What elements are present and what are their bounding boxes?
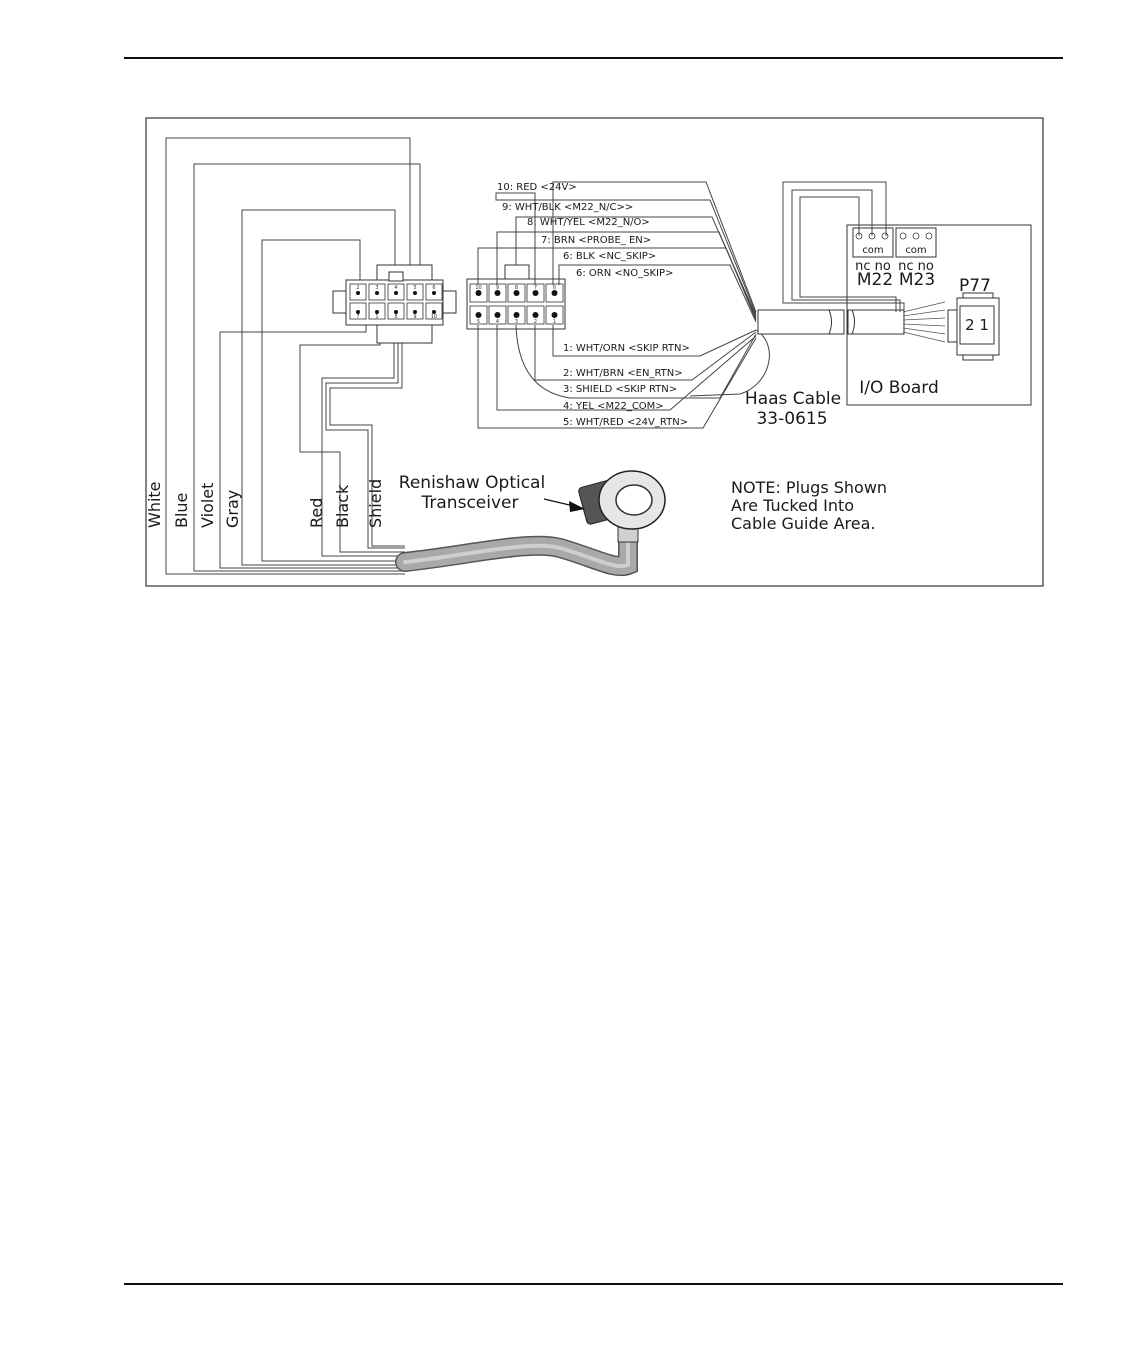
pin-dot [513, 290, 520, 296]
left-connector: 2 3 4 5 6 7 1 8 9 10 [332, 264, 457, 344]
pin-number: 7 [356, 314, 359, 320]
pin-number: 2 [534, 319, 537, 325]
pin-number: 7 [534, 285, 537, 291]
pin-dot [432, 291, 436, 295]
relay-m23-com: com [905, 245, 926, 256]
plug-wire-label: 3: SHIELD <SKIP RTN> [563, 384, 677, 395]
pin-number: 1 [553, 319, 556, 325]
note-line3: Cable Guide Area. [731, 514, 875, 533]
plug-wire-label: 10: RED <24V> [497, 182, 577, 193]
pin-number: 9 [413, 314, 416, 320]
note-line2: Are Tucked Into [731, 496, 854, 515]
pin-number: 3 [375, 285, 378, 291]
wire-label-red: Red [307, 498, 326, 528]
header-rule [124, 57, 1063, 59]
pin-dot [375, 310, 379, 314]
io-board [846, 224, 1032, 406]
relay-m22-com: com [862, 245, 883, 256]
pin-number: 2 [356, 285, 359, 291]
cable-label-line1: Haas Cable [745, 389, 841, 409]
wire-label-violet: Violet [198, 483, 217, 528]
pin-dot [532, 290, 539, 296]
pin-dot [413, 310, 417, 314]
pin-dot [394, 291, 398, 295]
pin-dot [475, 290, 482, 296]
p77-label: P77 [959, 276, 991, 296]
plug-wire-label: 9: WHT/BLK <M22_N/C>> [502, 202, 633, 213]
pin-number: 8 [394, 314, 397, 320]
wire-label-shield: Shield [366, 479, 385, 528]
plug-wire-label: 1: WHT/ORN <SKIP RTN> [563, 343, 690, 354]
pin-number: 3 [515, 319, 518, 325]
pin-dot [375, 291, 379, 295]
relay-m23-name: M23 [899, 270, 935, 290]
cable-label-line2: 33-0615 [756, 409, 827, 429]
haas-cable [757, 301, 946, 343]
plug-wire-label: 5: WHT/RED <24V_RTN> [563, 417, 688, 428]
pin-dot [494, 312, 501, 318]
pin-number: 5 [413, 285, 416, 291]
pin-number: 6 [432, 285, 435, 291]
wire-label-blue: Blue [172, 493, 191, 528]
pin-dot [475, 312, 482, 318]
pin-number: 10 [431, 314, 437, 320]
pin-dot [356, 310, 360, 314]
plug-wire-label: 6: BLK <NC_SKIP> [563, 251, 656, 262]
pin-number: 4 [394, 285, 397, 291]
pin-dot [494, 290, 501, 296]
harness-wire-lines [165, 137, 425, 575]
plug-wire-label: 4: YEL <M22_COM> [563, 401, 664, 412]
p77-pin-numbers: 2 1 [965, 316, 989, 334]
plug-wire-lines [477, 181, 770, 429]
relay-m22-contacts: nc no [855, 259, 891, 274]
pin-dot [513, 312, 520, 318]
pin-number: 6 [553, 285, 556, 291]
pin-number: 4 [496, 319, 499, 325]
pin-dot [551, 290, 558, 296]
plug-wire-label: 6: ORN <NO_SKIP> [576, 268, 673, 279]
plug-wire-labels: 10: RED <24V> 9: WHT/BLK <M22_N/C>> 8: WHT… [497, 182, 690, 428]
pin-dot [356, 291, 360, 295]
pin-number: 1 [375, 314, 378, 320]
pin-dot [394, 310, 398, 314]
footer-rule [124, 1283, 1063, 1285]
relay-wire-lines [782, 181, 905, 312]
transceiver-label-line1: Renishaw Optical [399, 473, 545, 493]
harness-wire-labels: White Blue Violet Gray Red Black Shield [145, 479, 385, 528]
diagram-frame [145, 117, 1044, 587]
wire-label-gray: Gray [223, 490, 242, 528]
pin-number: 10 [475, 285, 481, 291]
plug-wire-label: 2: WHT/BRN <EN_RTN> [563, 368, 683, 379]
note-line1: NOTE: Plugs Shown [731, 478, 887, 497]
plug-wire-label: 8: WHT/YEL <M22_N/O> [527, 217, 650, 228]
wire-label-white: White [145, 481, 164, 528]
relay-m22-name: M22 [857, 270, 893, 290]
pin-number: 8 [515, 285, 518, 291]
pin-number: 5 [477, 319, 480, 325]
pin-dot [432, 310, 436, 314]
wiring-diagram: 2 3 4 5 6 7 1 8 9 10 10 9 8 7 6 5 4 3 2 1 [145, 117, 1044, 587]
right-connector: 10 9 8 7 6 5 4 3 2 1 [466, 264, 566, 330]
wire-label-black: Black [333, 484, 352, 528]
pin-dot [413, 291, 417, 295]
pin-dot [551, 312, 558, 318]
io-board-label: I/O Board [859, 378, 939, 398]
pin-dot [532, 312, 539, 318]
plug-wire-label: 7: BRN <PROBE_ EN> [541, 235, 651, 246]
transceiver-label-line2: Transceiver [421, 493, 519, 513]
renishaw-transceiver-icon [395, 470, 666, 577]
relay-m23-contacts: nc no [898, 259, 934, 274]
pin-number: 9 [496, 285, 499, 291]
